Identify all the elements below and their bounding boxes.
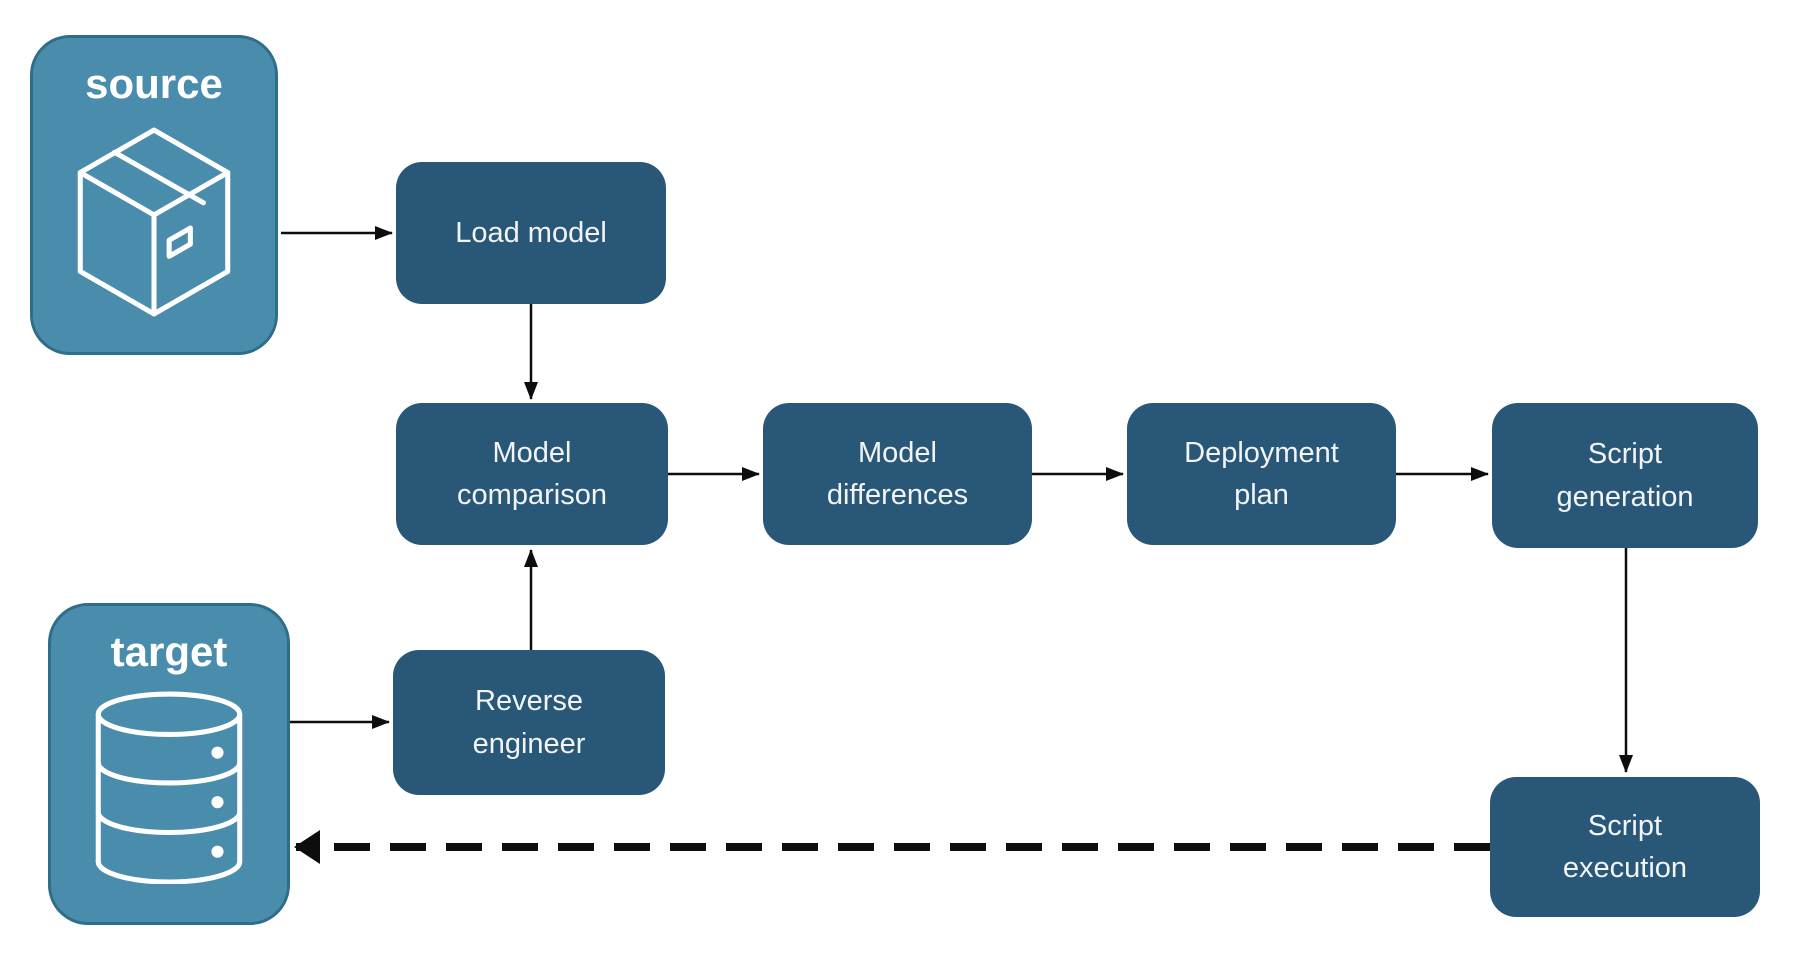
node-script-execution: Script execution xyxy=(1490,777,1760,917)
endpoint-target-label: target xyxy=(110,628,228,675)
node-label: Reverse engineer xyxy=(472,685,586,760)
endpoint-source: source xyxy=(30,35,278,355)
node-label: Model comparison xyxy=(457,436,607,511)
node-reverse-engineer: Reverse engineer xyxy=(393,650,665,795)
node-script-generation: Script generation xyxy=(1492,403,1758,548)
database-icon xyxy=(95,691,243,884)
node-load-model: Load model xyxy=(396,162,666,304)
node-deployment-plan: Deployment plan xyxy=(1127,403,1396,545)
package-icon xyxy=(77,127,231,317)
node-label: Script generation xyxy=(1556,438,1694,513)
node-label: Model differences xyxy=(826,436,969,511)
endpoint-source-label: source xyxy=(85,60,223,107)
node-label: Load model xyxy=(455,216,607,249)
node-label: Script execution xyxy=(1562,809,1688,884)
endpoint-target: target xyxy=(48,603,290,925)
node-label: Deployment plan xyxy=(1184,436,1339,511)
node-model-differences: Model differences xyxy=(763,403,1032,545)
node-model-comparison: Model comparison xyxy=(396,403,668,545)
